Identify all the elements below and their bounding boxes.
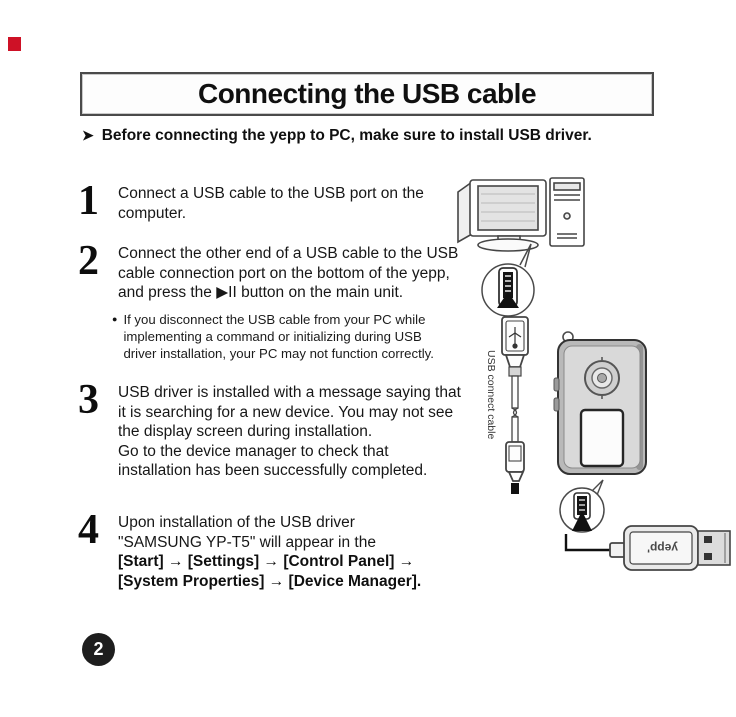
adapter-label: yepp' — [647, 541, 678, 555]
title-box: Connecting the USB cable — [80, 72, 654, 116]
cable-break-icon — [511, 407, 519, 418]
page-number-badge: 2 — [82, 633, 115, 666]
usb-trident-icon — [508, 327, 522, 349]
pre-note: ➤ Before connecting the yepp to PC, make… — [82, 127, 592, 145]
step-3: 3 USB driver is installed with a message… — [78, 377, 463, 481]
plug-tip-icon — [511, 483, 519, 494]
step-2-note: ● If you disconnect the USB cable from y… — [112, 311, 463, 362]
display-screen-icon — [579, 408, 625, 468]
yepp-player-icon — [553, 331, 647, 475]
pointer-line-icon — [564, 534, 610, 552]
magnifier-bubble-icon — [559, 479, 605, 533]
pre-note-text: Before connecting the yepp to PC, make s… — [101, 127, 592, 144]
arrow-bullet-icon: ➤ — [82, 127, 94, 143]
up-arrow-icon — [572, 511, 592, 531]
usb-adapter-illustration: yepp' — [540, 498, 736, 572]
usb-cable-illustration: USB connect cable — [478, 316, 552, 508]
computer-icon — [457, 177, 585, 252]
port-magnifier — [552, 478, 616, 540]
usb-plug-magnifier — [468, 238, 552, 322]
red-corner-marker — [8, 37, 21, 51]
step-3-text: USB driver is installed with a message s… — [118, 384, 461, 479]
computer-illustration — [454, 174, 590, 254]
yepp-player-illustration — [552, 326, 652, 478]
usb-cable-icon: USB connect cable — [485, 316, 529, 494]
page-title: Connecting the USB cable — [197, 78, 537, 109]
magnifier-bubble-icon — [481, 243, 535, 317]
up-arrow-icon — [497, 292, 519, 308]
step-1: 1 Connect a USB cable to the USB port on… — [78, 178, 463, 224]
usb-adapter-icon: yepp' — [564, 525, 731, 571]
step-1-number: 1 — [78, 178, 99, 224]
step-4-menu-path: [Start] → [Settings] → [Control Panel] →… — [118, 553, 422, 590]
step-2-note-text: If you disconnect the USB cable from you… — [123, 311, 434, 361]
cable-label: USB connect cable — [485, 350, 497, 439]
step-4: 4 Upon installation of the USB driver "S… — [78, 507, 463, 591]
jog-dial-icon — [584, 357, 620, 399]
step-4-text: Upon installation of the USB driver "SAM… — [118, 514, 376, 551]
dot-bullet-icon: ● — [112, 313, 118, 324]
step-3-number: 3 — [78, 377, 99, 423]
step-2: 2 Connect the other end of a USB cable t… — [78, 238, 463, 362]
step-2-number: 2 — [78, 238, 99, 284]
step-4-number: 4 — [78, 507, 99, 553]
page-number: 2 — [93, 639, 104, 659]
step-1-text: Connect a USB cable to the USB port on t… — [118, 185, 424, 222]
step-2-text: Connect the other end of a USB cable to … — [118, 245, 459, 301]
